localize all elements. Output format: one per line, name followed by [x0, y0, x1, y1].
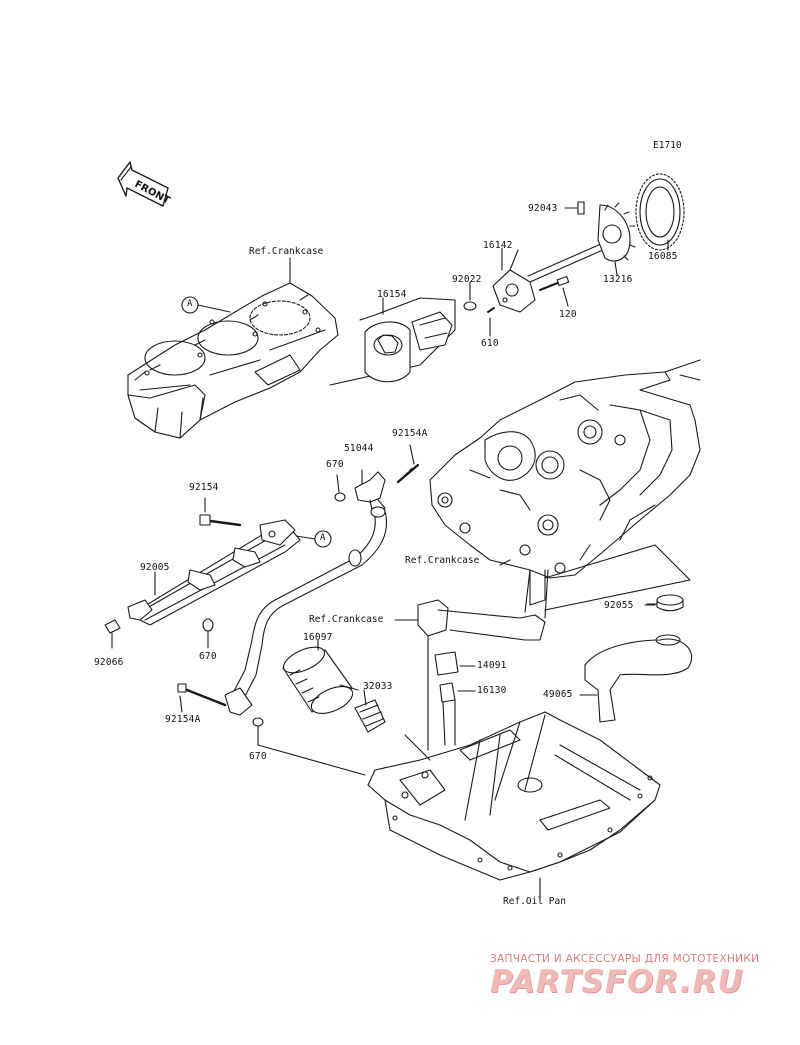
oil-pump-rotor-drawing — [329, 297, 456, 386]
part-label-16142: 16142 — [483, 240, 513, 251]
oil-pipe-drawing — [104, 497, 301, 649]
ref-crankcase-top: Ref.Crankcase — [249, 246, 324, 257]
part-label-51044: 51044 — [344, 443, 374, 454]
part-label-610: 610 — [481, 338, 499, 349]
watermark-tagline: ЗАПЧАСТИ И АКСЕССУАРЫ ДЛЯ МОТОТЕХНИКИ — [490, 953, 760, 965]
part-label-92154: 92154 — [189, 482, 219, 493]
part-label-16097: 16097 — [303, 632, 333, 643]
part-label-14091: 14091 — [477, 660, 507, 671]
part-label-670-bottom: 670 — [249, 751, 267, 762]
hose-fitting-bottom-drawing — [177, 683, 264, 746]
part-label-49065: 49065 — [543, 689, 573, 700]
part-label-16154: 16154 — [377, 289, 407, 300]
cylinder-block-drawing — [127, 282, 339, 439]
callout-a-top — [181, 296, 231, 314]
callout-a-top-label: A — [187, 299, 193, 309]
front-arrow-icon: FRONT — [117, 161, 172, 207]
strainer-drawing — [579, 594, 693, 723]
watermark-logo: PARTSFOR.RU — [490, 964, 744, 1000]
part-label-120: 120 — [559, 309, 577, 320]
oil-passage-drawing — [417, 569, 549, 751]
part-label-670-mid: 670 — [199, 651, 217, 662]
part-label-92022: 92022 — [452, 274, 482, 285]
part-label-16085: 16085 — [648, 251, 678, 262]
callout-a-mid-label: A — [320, 533, 326, 543]
ref-oil-pan: Ref.Oil Pan — [503, 896, 566, 907]
diagram-code: E1710 — [653, 140, 682, 151]
oil-hose-drawing — [224, 506, 388, 716]
part-label-13216: 13216 — [603, 274, 633, 285]
oil-pan-drawing — [257, 711, 661, 901]
oil-filter-drawing — [282, 639, 386, 733]
part-label-16130: 16130 — [477, 685, 507, 696]
drive-gear-drawing — [635, 173, 685, 251]
pump-cover-drawing — [463, 247, 570, 337]
bracket-lines-mid — [544, 544, 691, 611]
part-label-92066: 92066 — [94, 657, 124, 668]
ref-crankcase-mid: Ref.Crankcase — [405, 555, 480, 566]
ref-crankcase-low: Ref.Crankcase — [309, 614, 384, 625]
part-label-92043: 92043 — [528, 203, 558, 214]
hose-fitting-top-drawing — [334, 444, 420, 511]
part-label-92154a-top: 92154A — [392, 428, 428, 439]
part-label-92055: 92055 — [604, 600, 634, 611]
bracket-ref-crankcase — [529, 569, 546, 606]
part-label-92005: 92005 — [140, 562, 170, 573]
label-leaders — [339, 559, 658, 692]
part-label-670-top: 670 — [326, 459, 344, 470]
part-label-32033: 32033 — [363, 681, 393, 692]
part-label-92154a-bottom: 92154A — [165, 714, 201, 725]
pump-shaft-drawing — [527, 201, 636, 283]
crankcase-drawing — [429, 359, 701, 579]
